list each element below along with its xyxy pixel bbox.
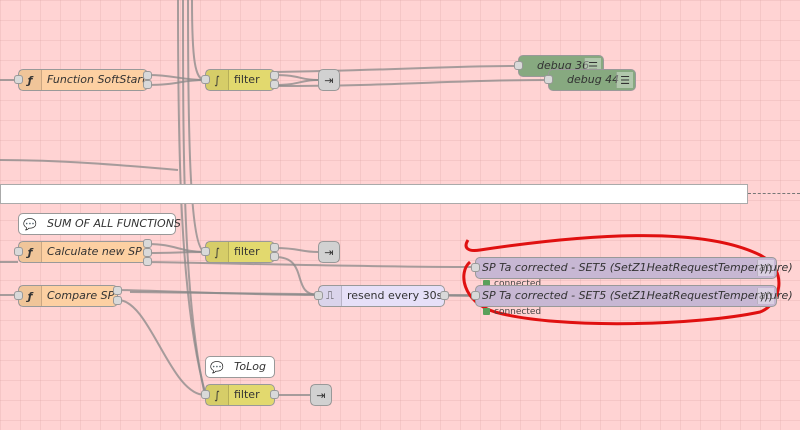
function-icon: ƒ <box>19 286 42 306</box>
filter-icon: ∫ <box>206 385 229 405</box>
output-port[interactable] <box>143 71 152 80</box>
input-port[interactable] <box>14 75 23 84</box>
link-out-node[interactable]: ⇥ <box>310 384 332 406</box>
output-port[interactable] <box>113 296 122 305</box>
node-label: SP Ta corrected - SET5 (SetZ1HeatRequest… <box>482 289 793 302</box>
wire <box>187 0 206 253</box>
annotation-circle <box>462 234 781 326</box>
group-bar[interactable] <box>0 184 748 204</box>
divider <box>748 193 800 194</box>
node-label: debug 44 <box>567 73 620 86</box>
status-connected-2: connected <box>483 307 541 317</box>
wire <box>182 0 206 396</box>
output-port[interactable] <box>440 291 449 300</box>
node-label: filter <box>234 73 260 86</box>
input-port[interactable] <box>201 390 210 399</box>
output-port[interactable] <box>143 257 152 266</box>
output-port[interactable] <box>143 248 152 257</box>
filter-icon: ∫ <box>206 70 229 90</box>
input-port[interactable] <box>544 75 553 84</box>
comment-sum-node[interactable]: 💬 SUM OF ALL FUNCTIONS <box>18 213 181 235</box>
link-out-node[interactable]: ⇥ <box>318 69 340 91</box>
link-out-icon: ⇥ <box>319 70 339 90</box>
status-text: connected <box>494 307 542 317</box>
node-label: SP Ta corrected - SET5 (SetZ1HeatRequest… <box>482 261 793 274</box>
filter-node-top[interactable]: ∫ filter <box>205 69 275 91</box>
debug-44-node[interactable]: debug 44 ☰ <box>548 69 636 91</box>
resend-trigger-node[interactable]: ⎍ resend every 30s <box>318 285 445 307</box>
output-port[interactable] <box>270 80 279 89</box>
output-port[interactable] <box>113 286 122 295</box>
wireless-icon: ))) <box>757 260 774 276</box>
status-text: connected <box>494 279 542 289</box>
comment-tolog-node[interactable]: 💬 ToLog <box>205 356 275 378</box>
node-label: Calculate new SP <box>47 245 142 258</box>
node-label: filter <box>234 388 260 401</box>
sp-ta-corrected-node-1[interactable]: SP Ta corrected - SET5 (SetZ1HeatRequest… <box>475 257 793 279</box>
wire <box>191 0 206 81</box>
function-softstart-node[interactable]: ƒ Function SoftStart <box>18 69 148 91</box>
output-port[interactable] <box>143 239 152 248</box>
input-port[interactable] <box>14 247 23 256</box>
input-port[interactable] <box>514 61 523 70</box>
function-icon: ƒ <box>19 242 42 262</box>
status-connected-1: connected <box>483 279 541 289</box>
filter-icon: ∫ <box>206 242 229 262</box>
sp-ta-corrected-node-2[interactable]: SP Ta corrected - SET5 (SetZ1HeatRequest… <box>475 285 793 307</box>
wireless-icon: ))) <box>757 288 774 304</box>
status-dot <box>483 308 490 315</box>
output-port[interactable] <box>270 390 279 399</box>
input-port[interactable] <box>201 75 210 84</box>
node-label: ToLog <box>234 360 266 373</box>
function-icon: ƒ <box>19 70 42 90</box>
output-port[interactable] <box>270 71 279 80</box>
comment-icon: 💬 <box>23 217 37 231</box>
filter-node-mid[interactable]: ∫ filter <box>205 241 275 263</box>
output-port[interactable] <box>270 243 279 252</box>
output-port[interactable] <box>143 80 152 89</box>
node-label: SUM OF ALL FUNCTIONS <box>47 217 181 230</box>
node-label: debug 36 <box>537 59 590 72</box>
input-port[interactable] <box>471 291 480 300</box>
debug-icon[interactable]: ☰ <box>616 72 633 88</box>
input-port[interactable] <box>14 291 23 300</box>
link-out-node[interactable]: ⇥ <box>318 241 340 263</box>
status-dot <box>483 280 490 287</box>
input-port[interactable] <box>314 291 323 300</box>
node-label: Function SoftStart <box>47 73 147 86</box>
trigger-icon: ⎍ <box>319 286 342 306</box>
link-out-icon: ⇥ <box>319 242 339 262</box>
node-label: filter <box>234 245 260 258</box>
calculate-new-sp-node[interactable]: ƒ Calculate new SP <box>18 241 148 263</box>
input-port[interactable] <box>471 263 480 272</box>
compare-sp-node[interactable]: ƒ Compare SP <box>18 285 118 307</box>
filter-node-bottom[interactable]: ∫ filter <box>205 384 275 406</box>
comment-icon: 💬 <box>210 360 224 374</box>
input-port[interactable] <box>201 247 210 256</box>
node-label: resend every 30s <box>347 289 443 302</box>
node-label: Compare SP <box>47 289 115 302</box>
link-out-icon: ⇥ <box>311 385 331 405</box>
output-port[interactable] <box>270 252 279 261</box>
